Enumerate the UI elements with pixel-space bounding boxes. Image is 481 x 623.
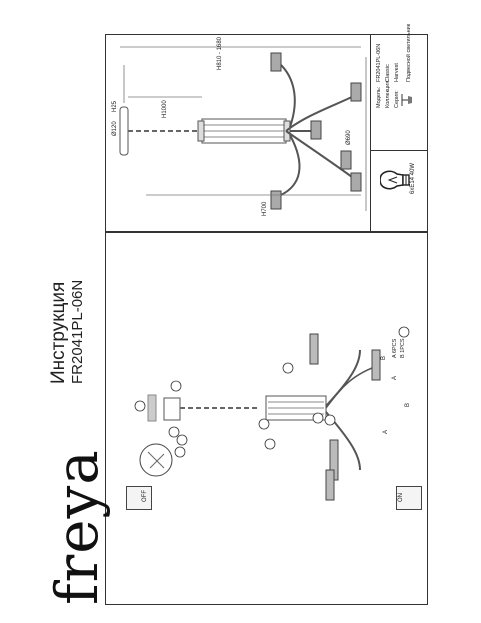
brand-logo: freya [43, 449, 111, 605]
spec-divider-horizontal [371, 150, 428, 151]
part-a-label-upper: A [392, 375, 398, 380]
part-b-label-lower: B [405, 402, 411, 407]
shade [270, 52, 282, 72]
ceiling-wall [147, 394, 157, 422]
part-b-label-upper: B [381, 355, 387, 360]
part-a-quantity: A 6PCS [392, 338, 398, 358]
part-b-quantity: B 1PCS [400, 338, 406, 358]
spec-table-divider [370, 35, 371, 231]
shade [270, 190, 282, 210]
mounting-bracket [163, 397, 181, 421]
model-code: FR2041PL-06N [69, 279, 86, 384]
dim-h25: H25 [112, 100, 118, 112]
shade [350, 82, 362, 102]
spec-model-label: Модель: [376, 86, 382, 108]
arm-lower [280, 134, 301, 196]
power-switch-on [396, 486, 422, 510]
arm-upper [280, 64, 296, 128]
power-switch-off [126, 486, 152, 510]
assembly-drawing [134, 326, 410, 501]
fixture-dimension-drawing [119, 46, 367, 211]
shade [340, 150, 352, 170]
ceiling-canopy [119, 106, 129, 156]
shade [310, 120, 322, 140]
dim-fixture-diameter: Ø690 [346, 130, 352, 145]
page-title: Инструкция [48, 281, 69, 384]
light-bulb-icon [380, 170, 410, 190]
spec-type-value: Подвесной светильник [406, 23, 412, 82]
dim-chain-length: H1000 [162, 100, 168, 118]
dim-height-range: H810 - 1680 [217, 36, 223, 70]
part-a-label-lower: A [383, 429, 389, 434]
spec-collection-value: Classic [385, 64, 391, 82]
bulb-spec: 6xE14 40W [410, 162, 416, 194]
spec-series-value: Harvest [394, 63, 400, 82]
dim-canopy-diameter: Ø120 [112, 121, 118, 136]
shade [350, 172, 362, 192]
spec-model-value: FR2041PL-06N [376, 43, 382, 82]
pendant-type-icon [401, 94, 412, 106]
spec-collection-label: Коллекция: [385, 79, 391, 108]
dim-fixture-height: H700 [262, 201, 268, 216]
